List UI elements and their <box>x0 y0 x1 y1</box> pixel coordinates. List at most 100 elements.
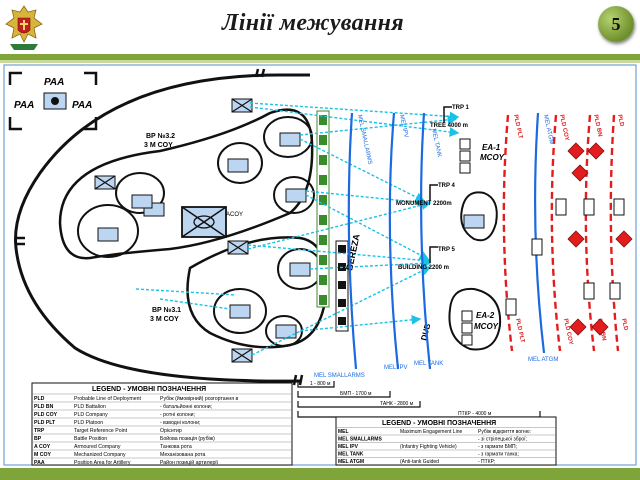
legend-cell: Танкова рота <box>160 444 192 450</box>
pld-label-top: PLD <box>616 114 625 128</box>
range-atgm: ПТКР - 4000 м <box>458 411 492 417</box>
acoy-label: ACOY <box>226 212 243 218</box>
legend-cell: Armoured Company <box>74 444 121 450</box>
ea1-unit: MCOY <box>480 153 505 162</box>
legend-cell: MEL <box>338 429 349 435</box>
legend-cell: - взводні колони; <box>160 420 200 426</box>
trp4-label: TRP 4 <box>438 183 456 189</box>
slide-header: Лінії межування 5 <box>0 0 640 54</box>
mel-tank-label-bot: MEL TANK <box>414 361 443 367</box>
trp1-label: TRP 1 <box>452 105 470 111</box>
ea-unit-symbol <box>463 214 485 229</box>
legend-cell: PLD PLT <box>34 420 56 426</box>
mel-tank-label-top: MEL TANK <box>430 128 442 158</box>
legend-cell: - ПТКР; <box>478 459 495 465</box>
trp4-note: MONUMENT 2200m <box>396 201 452 207</box>
legend-cell: (Infantry Fighting Vehicle) <box>400 444 457 450</box>
legend-cell: PAA <box>34 460 45 466</box>
legend-cell: PLD Company <box>74 412 108 418</box>
footer-bar <box>0 468 640 480</box>
legend-cell: (Anti-tank Guided <box>400 459 439 465</box>
mel-smallarms-label-bot: MEL SMALLARMS <box>314 373 365 379</box>
mel-ipv-label-top: MEL IPV <box>398 114 409 138</box>
legend-cell: Position Area for Artillery <box>74 460 131 466</box>
pld-plt-label-top: PLD PLT <box>512 114 523 140</box>
legend-cell: Probable Line of Deployment <box>74 396 141 402</box>
legend-cell: PLD COY <box>34 412 58 418</box>
legend-cell: Maximum Engagement Line <box>400 429 462 435</box>
ea2-label: EA-2 <box>476 311 495 320</box>
bp-3-1-unit: 3 M COY <box>150 316 179 323</box>
tick-mark <box>260 68 266 78</box>
legend-cell: Механізована рота <box>160 452 206 458</box>
slide-number-badge: 5 <box>598 6 634 42</box>
legend-cell: TRP <box>34 428 45 434</box>
ea1-label: EA-1 <box>482 143 501 152</box>
trp5-label: TRP 5 <box>438 247 456 253</box>
ea2-unit: MCOY <box>474 322 499 331</box>
legend-cell: MEL SMALLARMS <box>338 437 382 443</box>
legend-cell: - зі стрілецької зброї; <box>478 437 527 443</box>
pld-plt-label-bot: PLD PLT <box>514 318 525 344</box>
engagement-areas <box>448 191 502 351</box>
ea1-numbers <box>459 138 471 174</box>
legend-cell: MEL ATGM <box>338 459 364 465</box>
paa-label-right: PAA <box>72 100 92 111</box>
legend-cell: Район позицій артилерії <box>160 459 219 466</box>
page-title: Лінії межування <box>222 10 404 36</box>
enemy-column-boxes <box>505 198 625 316</box>
tick-mark <box>254 68 260 78</box>
trp5-note: BUILDING 2200 m <box>398 265 449 271</box>
legend-cell: Рубіж (ймовірний) розгортання в <box>160 395 239 402</box>
legend-cell: - з гармати танка; <box>478 452 519 458</box>
tick-mark <box>292 374 298 386</box>
legend-cell: A COY <box>34 444 51 450</box>
range-smallarms: 1 - 800 м <box>310 381 331 387</box>
legend-cell: - з гармати БМП; <box>478 444 517 450</box>
bp-lower-outline <box>186 236 328 349</box>
legend-cell: - батальйонні колони; <box>160 403 212 410</box>
legend-cell: Орієнтир <box>160 428 182 434</box>
legend-cell: Target Reference Point <box>74 428 128 434</box>
legend-right: LEGEND - УМОВНІ ПОЗНАЧЕННЯ MEL Maximum En… <box>335 416 557 466</box>
military-emblem-icon <box>5 5 43 50</box>
boundary-lines-diagram: PAA PAA PAA <box>3 64 637 466</box>
legend-cell: PLD Battalion <box>74 404 106 410</box>
legend-cell: PLD Platoon <box>74 420 103 426</box>
paa-label-left: PAA <box>14 100 34 111</box>
bp-3-2-label: BP №3.2 <box>146 132 175 140</box>
paa-label-top: PAA <box>44 77 64 88</box>
bp-upper-outline <box>58 108 314 260</box>
obstacle-strip-green <box>316 110 330 308</box>
legend-left-title: LEGEND - УМОВНІ ПОЗНАЧЕННЯ <box>92 386 206 393</box>
defense-area-outline <box>14 73 310 383</box>
header-divider-light <box>0 60 640 63</box>
legend-cell: Бойова позиція (рубіж) <box>160 435 215 442</box>
legend-cell: - ротні колони; <box>160 412 195 418</box>
mel-atgm-label-bot: MEL ATGM <box>528 357 558 363</box>
paa-area: PAA PAA PAA <box>8 71 98 131</box>
fire-direction-arrows <box>135 102 460 356</box>
legend-cell: MEL TANK <box>338 452 364 458</box>
mel-lines <box>347 112 546 370</box>
legend-left: LEGEND - УМОВНІ ПОЗНАЧЕННЯ PLD Probable L… <box>31 382 293 466</box>
unit-symbols <box>94 98 311 363</box>
pld-coy-label-top: PLD COY <box>558 114 569 141</box>
legend-cell: PLD <box>34 396 45 402</box>
trp1-note: TREE 4000 m <box>430 123 468 129</box>
header-divider <box>0 54 640 60</box>
pld-bn-label-top: PLD BN <box>592 114 603 137</box>
bp-3-2-unit: 3 M COY <box>144 142 173 149</box>
legend-cell: MEL IPV <box>338 444 359 450</box>
legend-cell: Mechanized Company <box>74 452 126 458</box>
range-ipv: БМП - 1700 м <box>340 391 372 397</box>
legend-cell: M COY <box>34 452 52 458</box>
legend-cell: Рубіж відкриття вогню: <box>478 429 531 435</box>
legend-right-title: LEGEND - УМОВНІ ПОЗНАЧЕННЯ <box>382 420 496 427</box>
mel-ipv-label-bot: MEL IPV <box>384 365 407 371</box>
tick-mark <box>298 374 304 386</box>
ea2-numbers <box>461 310 473 346</box>
pld-coy-label-bot: PLD COY <box>562 318 573 345</box>
trp-markers <box>429 106 452 263</box>
pld-label-bot: PLD <box>620 318 629 332</box>
